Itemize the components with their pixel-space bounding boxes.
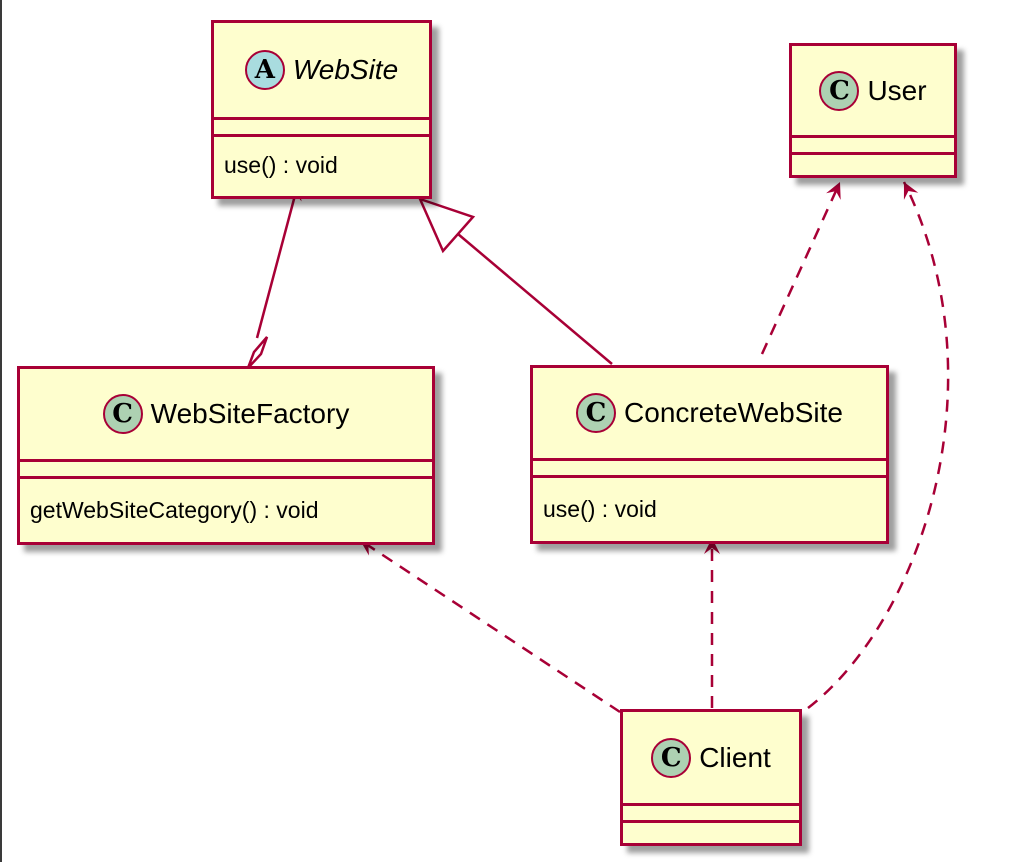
method-use: use() : void (543, 496, 657, 522)
aggregation-edge-factory-to-website (255, 183, 302, 339)
class-header: C Client (623, 712, 799, 806)
abstract-class-icon: A (244, 50, 285, 90)
method-use: use() : void (224, 151, 338, 178)
class-name: Client (699, 741, 771, 773)
fields-section (623, 806, 799, 823)
methods-section: getWebSiteCategory() : void (20, 479, 432, 542)
fields-section (533, 461, 886, 478)
aggregation-diamond (246, 336, 269, 369)
dependency-edge-concrete-to-user (760, 181, 842, 355)
class-user[interactable]: C User (789, 43, 957, 178)
class-header: C WebSiteFactory (20, 369, 432, 462)
class-name: WebSite (292, 54, 399, 85)
class-name: WebSiteFactory (150, 398, 350, 429)
class-concretewebsite[interactable]: C ConcreteWebSite use() : void (530, 365, 889, 544)
class-header: C ConcreteWebSite (533, 368, 886, 461)
class-website[interactable]: A WebSite use() : void (211, 20, 432, 199)
class-header: A WebSite (214, 23, 429, 120)
dependency-edge-client-to-factory (359, 538, 621, 714)
class-header: C User (792, 46, 954, 138)
inheritance-triangle (417, 196, 476, 254)
method-getwebsitecategory: getWebSiteCategory() : void (30, 497, 319, 523)
class-name: ConcreteWebSite (624, 397, 843, 428)
class-name: User (867, 74, 927, 106)
class-client[interactable]: C Client (620, 709, 802, 846)
class-icon: C (819, 70, 860, 111)
methods-section: use() : void (214, 137, 429, 193)
inheritance-edge-concrete-to-website (457, 233, 613, 365)
fields-section (20, 462, 432, 479)
class-icon: C (102, 394, 143, 434)
class-icon: C (576, 393, 617, 433)
methods-section: use() : void (533, 478, 886, 541)
fields-section (792, 138, 954, 155)
class-icon: C (651, 737, 692, 778)
fields-section (214, 120, 429, 137)
dependency-edge-client-to-user (807, 181, 950, 709)
class-websitefactory[interactable]: C WebSiteFactory getWebSiteCategory() : … (17, 366, 435, 545)
